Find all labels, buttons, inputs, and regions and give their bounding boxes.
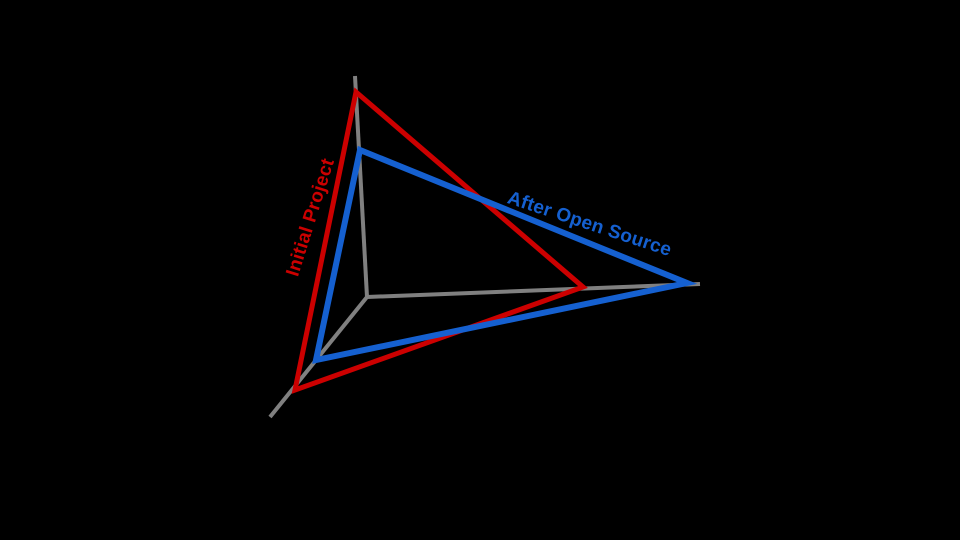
series-polygon-initial-project[interactable] — [291, 87, 588, 394]
axis-spoke-right — [366, 282, 701, 299]
series-polygon-after-open-source[interactable] — [312, 145, 698, 364]
axis-spoke-top — [353, 75, 369, 298]
series-group — [291, 87, 698, 394]
